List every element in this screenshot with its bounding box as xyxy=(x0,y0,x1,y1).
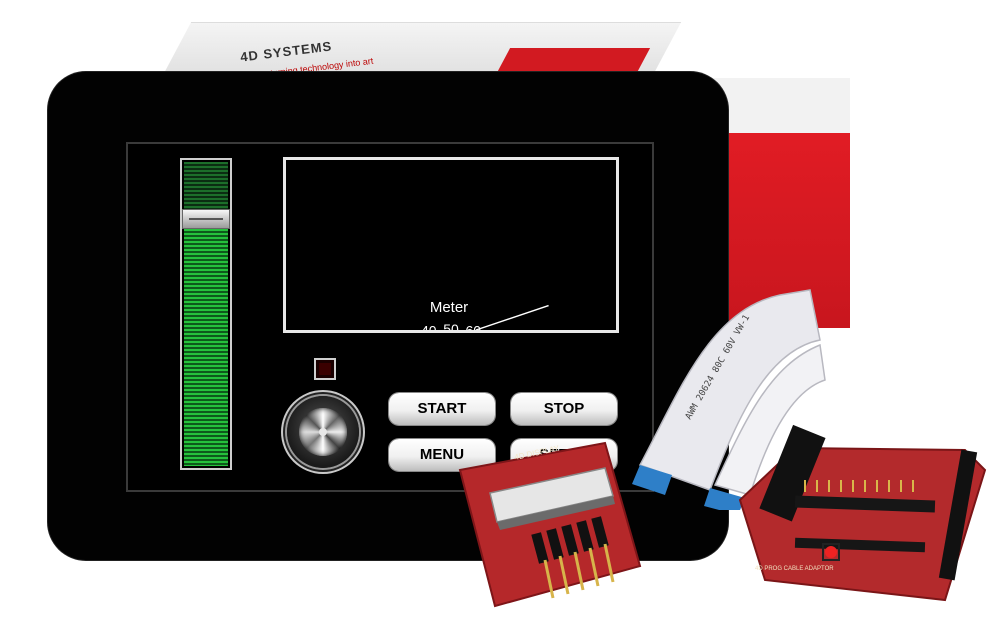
meter-label: Meter xyxy=(430,299,468,316)
rotary-knob[interactable] xyxy=(287,396,359,468)
meter-dial: 0102030405060708090100 Meter xyxy=(399,299,549,330)
status-led xyxy=(314,358,336,380)
knob-center-dot xyxy=(319,428,327,436)
shield-label: 4D PROG CABLE ADAPTOR xyxy=(755,566,834,572)
menu-button[interactable]: MENU xyxy=(389,439,495,471)
slider-handle[interactable] xyxy=(182,208,230,229)
start-button[interactable]: START xyxy=(389,393,495,425)
meter-scale-labels: 0102030405060708090100 xyxy=(399,321,503,330)
adaptor-board: 4D DISPLAY xyxy=(458,441,642,608)
knob-cap xyxy=(299,408,347,456)
meter-needle xyxy=(475,304,549,330)
stop-button[interactable]: STOP xyxy=(511,393,617,425)
shield-board: 4D PROG CABLE ADAPTOR xyxy=(738,424,987,602)
meter-scale-label: 50 xyxy=(443,321,459,330)
ribbon-cable: AWM 20624 80C 60V VW-1 xyxy=(632,289,826,510)
slider-fill xyxy=(184,228,228,466)
meter-scale-label: 70 xyxy=(487,327,503,330)
meter-scale-label: 40 xyxy=(421,323,437,330)
analog-meter: 0102030405060708090100 Meter xyxy=(283,157,619,333)
meter-scale-label: 60 xyxy=(465,323,481,330)
meter-scale-label: 30 xyxy=(399,327,415,330)
